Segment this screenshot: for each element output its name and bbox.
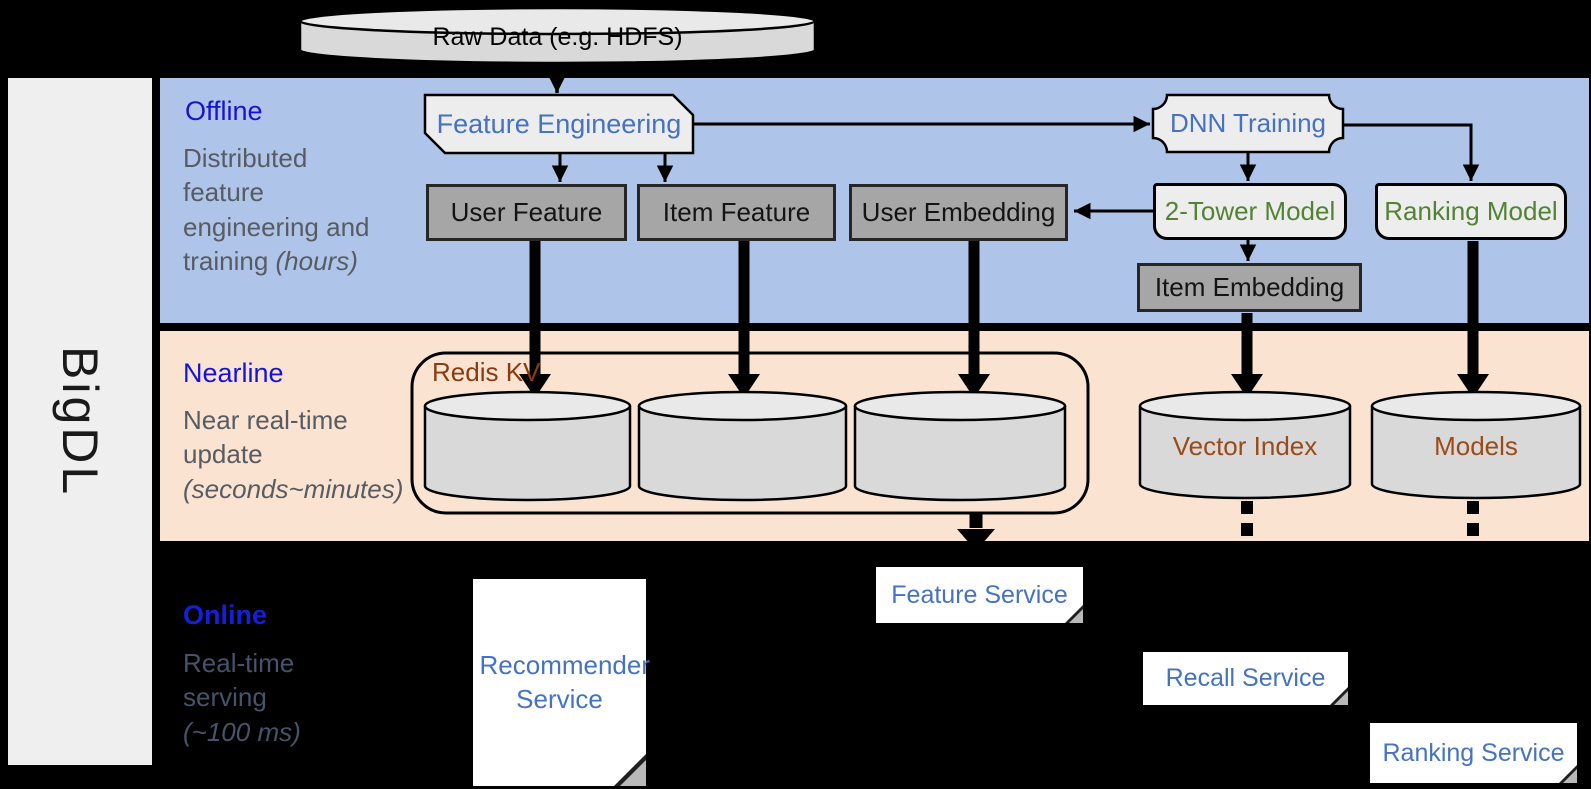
online-subtitle-text: Real-time serving bbox=[183, 648, 295, 713]
vector-index-cylinder bbox=[1138, 390, 1352, 500]
models-cylinder bbox=[1370, 390, 1582, 500]
user-feature-label: User Feature bbox=[450, 197, 603, 227]
feature-service-fold bbox=[1069, 609, 1083, 623]
bigdl-logo: BigDL bbox=[52, 345, 108, 498]
recommender-service-fold bbox=[620, 760, 646, 786]
online-subtitle-italic: (~100 ms) bbox=[183, 716, 301, 747]
raw-data-cylinder bbox=[298, 6, 817, 65]
nearline-title: Nearline bbox=[183, 358, 284, 388]
nearline-subtitle-italic: (seconds~minutes) bbox=[183, 473, 404, 504]
feature-service-label: Feature Service bbox=[891, 580, 1068, 609]
dnn-training-shape bbox=[1151, 93, 1345, 154]
feature-engineering-label: Feature Engineering bbox=[436, 108, 682, 139]
redis-kv-label: Redis KV bbox=[432, 357, 541, 387]
redis-cylinder-1 bbox=[423, 390, 632, 502]
arrow-dnn-to-rankingmodel bbox=[1343, 123, 1480, 181]
two-tower-model-label: 2-Tower Model bbox=[1164, 196, 1336, 226]
redis-cylinder-2 bbox=[637, 390, 848, 502]
nearline-subtitle-text: Near real-time update bbox=[183, 405, 348, 470]
recall-service-fold bbox=[1334, 691, 1348, 705]
offline-title: Offline bbox=[185, 96, 263, 126]
dnn-training-label: DNN Training bbox=[1169, 108, 1327, 138]
offline-subtitle: Distributed feature engineering and trai… bbox=[183, 141, 395, 278]
user-embedding-box: User Embedding bbox=[849, 184, 1068, 241]
recall-service-box: Recall Service bbox=[1143, 652, 1348, 705]
ranking-service-box: Ranking Service bbox=[1370, 723, 1577, 783]
models-label: Models bbox=[1434, 430, 1518, 461]
online-subtitle: Real-time serving (~100 ms) bbox=[183, 646, 333, 749]
redis-cylinder-3 bbox=[853, 390, 1067, 502]
arrow-itemfeature-to-redis bbox=[728, 241, 760, 398]
item-embedding-box: Item Embedding bbox=[1137, 263, 1362, 312]
arrow-userembedding-to-redis bbox=[958, 241, 990, 398]
feature-engineering-shape bbox=[423, 93, 695, 155]
vector-index-label: Vector Index bbox=[1172, 430, 1318, 461]
ranking-service-label: Ranking Service bbox=[1382, 738, 1565, 767]
redis-kv-container bbox=[410, 351, 1090, 515]
feature-service-box: Feature Service bbox=[876, 567, 1083, 623]
bigdl-sidebar: BigDL bbox=[8, 78, 152, 765]
offline-subtitle-text: Distributed feature engineering and trai… bbox=[183, 143, 370, 276]
offline-subtitle-italic: (hours) bbox=[275, 245, 358, 276]
ranking-model-box: Ranking Model bbox=[1375, 183, 1567, 240]
recommender-service-doc: Recommender Service bbox=[473, 579, 651, 786]
item-feature-label: Item Feature bbox=[662, 197, 811, 227]
nearline-subtitle: Near real-time update (seconds~minutes) bbox=[183, 403, 418, 506]
recall-service-label: Recall Service bbox=[1165, 664, 1326, 692]
item-embedding-label: Item Embedding bbox=[1154, 272, 1345, 302]
ranking-model-label: Ranking Model bbox=[1384, 196, 1558, 226]
arrow-itemembedding-to-vectorindex bbox=[1231, 313, 1263, 398]
user-embedding-label: User Embedding bbox=[861, 197, 1056, 227]
dashed-arrow-redis-to-featureservice bbox=[957, 514, 995, 551]
online-title: Online bbox=[183, 600, 268, 630]
raw-data-label: Raw Data (e.g. HDFS) bbox=[432, 22, 683, 51]
ranking-service-fold bbox=[1563, 769, 1577, 783]
arrow-rankingmodel-to-models bbox=[1457, 241, 1489, 398]
user-feature-box: User Feature bbox=[426, 184, 627, 241]
recommender-service-label: Recommender Service bbox=[479, 649, 651, 714]
two-tower-model-box: 2-Tower Model bbox=[1153, 183, 1347, 240]
item-feature-box: Item Feature bbox=[637, 184, 836, 241]
